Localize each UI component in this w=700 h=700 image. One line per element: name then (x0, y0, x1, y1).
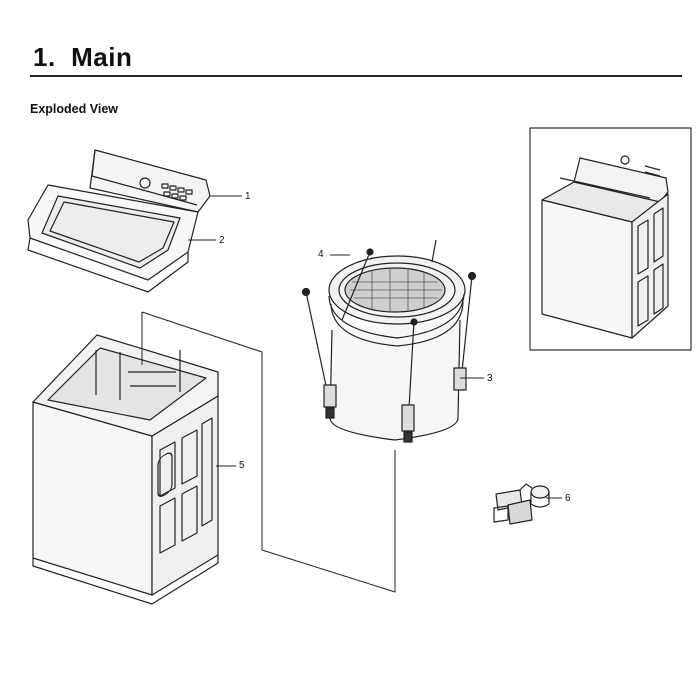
callout-3: 3 (487, 373, 493, 384)
assembled-washer-inset (529, 127, 692, 351)
exploded-view-subtitle: Exploded View (30, 102, 118, 116)
callout-6: 6 (565, 493, 571, 504)
section-title: 1. Main (33, 44, 132, 70)
top-cover-part (27, 149, 211, 293)
leader-lines (188, 195, 562, 499)
callout-2: 2 (219, 235, 225, 246)
callout-5: 5 (239, 460, 245, 471)
tub-assembly-part (301, 239, 477, 443)
dial-knob-icon (139, 177, 151, 189)
section-number: 1. (33, 42, 56, 72)
assembly-path-lines (141, 311, 396, 593)
title-rule (30, 75, 682, 77)
cabinet-part (32, 334, 219, 605)
inset-dial-icon (620, 155, 630, 165)
pump-part (493, 483, 550, 525)
section-name: Main (71, 42, 133, 72)
callout-1: 1 (245, 191, 251, 202)
callout-4: 4 (318, 249, 324, 260)
